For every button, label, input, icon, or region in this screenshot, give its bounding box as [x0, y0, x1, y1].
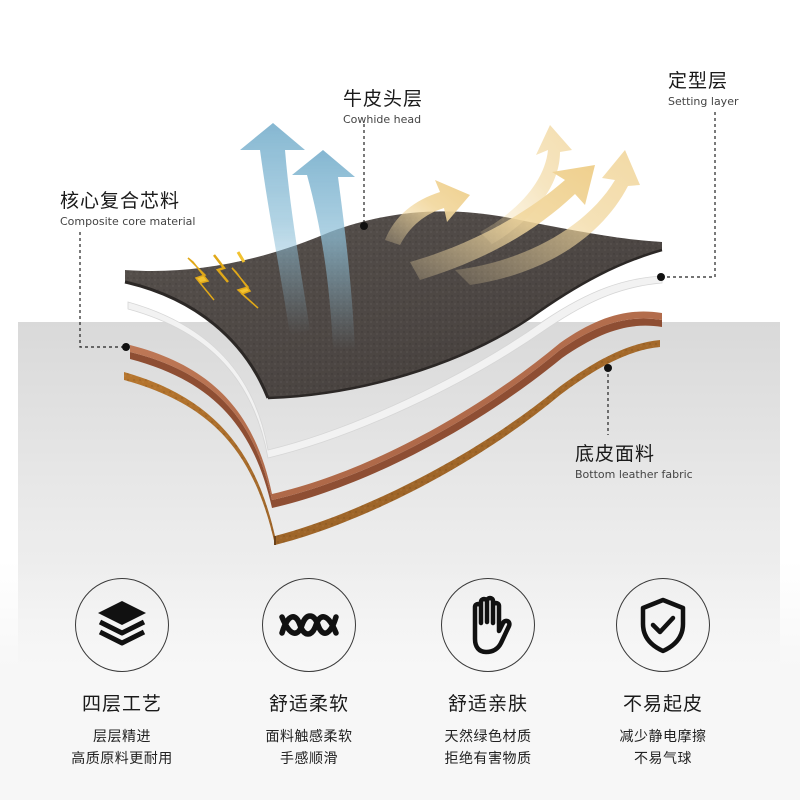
- setting-label-zh: 定型层: [668, 70, 729, 92]
- bottom-dot: [604, 364, 612, 372]
- feature-line-2: 高质原料更耐用: [71, 751, 173, 767]
- feature-title: 四层工艺: [81, 693, 162, 715]
- bottom-label-en: Bottom leather fabric: [575, 468, 693, 481]
- feature-circle: [441, 578, 535, 672]
- hand-icon: [472, 595, 512, 655]
- core-dot: [122, 343, 130, 351]
- leader-lines: [79, 112, 716, 435]
- heat-arrows: [385, 125, 640, 285]
- breathable-arrows: [240, 123, 355, 350]
- layer-diagram: [79, 112, 716, 545]
- core-label-zh: 核心复合芯料: [60, 190, 181, 212]
- feature-line-2: 手感顺滑: [280, 751, 338, 767]
- feature-line-1: 层层精进: [93, 729, 151, 745]
- feature-line-1: 减少静电摩擦: [619, 729, 707, 745]
- cowhide-label-zh: 牛皮头层: [343, 88, 424, 110]
- feature-title: 舒适柔软: [268, 693, 349, 715]
- feature-circle: [75, 578, 169, 672]
- setting-dot: [657, 273, 665, 281]
- feature-anti-pilling: 不易起皮 减少静电摩擦 不易气球: [573, 578, 753, 770]
- core-label-en: Composite core material: [60, 215, 196, 228]
- feature-line-2: 拒绝有害物质: [444, 751, 532, 767]
- core-leader: [79, 232, 126, 348]
- setting-label-en: Setting layer: [668, 95, 739, 108]
- feature-four-layers: 四层工艺 层层精进 高质原料更耐用: [32, 578, 212, 770]
- core-label: 核心复合芯料 Composite core material: [60, 186, 195, 228]
- cowhide-dot: [360, 222, 368, 230]
- feature-line-1: 面料触感柔软: [265, 729, 353, 745]
- feature-skin-friendly: 舒适亲肤 天然绿色材质 拒绝有害物质: [398, 578, 578, 770]
- feature-title: 舒适亲肤: [447, 693, 528, 715]
- feature-line-2: 不易气球: [634, 751, 692, 767]
- feature-line-1: 天然绿色材质: [444, 729, 532, 745]
- setting-label: 定型层 Setting layer: [668, 66, 738, 108]
- setting-layer: [127, 275, 663, 459]
- shield-check-icon: [640, 597, 686, 654]
- setting-leader: [661, 112, 716, 278]
- bottom-label-zh: 底皮面料: [575, 443, 656, 465]
- layers-icon: [98, 601, 146, 646]
- wave-icon: [279, 613, 339, 637]
- feature-circle: [262, 578, 356, 672]
- cowhide-label: 牛皮头层 Cowhide head: [343, 84, 423, 126]
- feature-circle: [616, 578, 710, 672]
- bottom-label: 底皮面料 Bottom leather fabric: [575, 439, 693, 481]
- lightning-icon: [187, 251, 259, 309]
- feature-title: 不易起皮: [622, 693, 703, 715]
- bottom-leather-layer: [124, 340, 660, 545]
- feature-soft: 舒适柔软 面料触感柔软 手感顺滑: [219, 578, 399, 770]
- cowhide-label-en: Cowhide head: [343, 113, 422, 126]
